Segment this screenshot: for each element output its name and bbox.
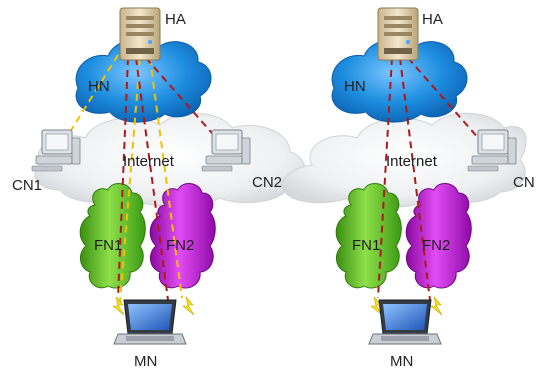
laptop-icon <box>368 299 442 345</box>
fn1-label: FN1 <box>94 237 122 254</box>
server-icon <box>377 7 419 61</box>
mn-label: MN <box>390 353 413 370</box>
ha-label: HA <box>165 11 186 28</box>
wireless-bolt-icon <box>182 296 195 316</box>
right-panel: HA HN Internet FN1 FN2 CN MN <box>281 7 535 370</box>
internet-label: Internet <box>386 153 438 170</box>
left-panel: HA HN Internet FN1 FN2 CN1 CN2 MN <box>12 7 306 370</box>
cn2-label: CN2 <box>252 174 282 191</box>
hn-label: HN <box>344 78 366 95</box>
fn2-label: FN2 <box>166 237 194 254</box>
left-red-links <box>117 57 219 301</box>
fn2-label: FN2 <box>422 237 450 254</box>
ha-label: HA <box>422 11 443 28</box>
fn1-cloud <box>79 183 146 289</box>
hn-cloud <box>75 38 212 123</box>
wireless-bolt-icon <box>112 296 125 316</box>
hn-label: HN <box>88 78 110 95</box>
cn1-label: CN1 <box>12 177 42 194</box>
hn-cloud <box>331 38 468 123</box>
internet-cloud <box>281 112 527 208</box>
right-red-links <box>377 57 481 301</box>
mn-label: MN <box>134 353 157 370</box>
internet-label: Internet <box>123 153 175 170</box>
fn2-cloud <box>405 183 472 289</box>
wireless-bolt-icon <box>430 296 443 316</box>
laptop-icon <box>113 299 187 345</box>
fn1-cloud <box>335 183 402 289</box>
left-yellow-links <box>59 54 183 303</box>
fn2-cloud <box>149 183 216 289</box>
cn-label: CN <box>513 174 535 191</box>
server-icon <box>119 7 161 61</box>
fn1-label: FN1 <box>352 237 380 254</box>
